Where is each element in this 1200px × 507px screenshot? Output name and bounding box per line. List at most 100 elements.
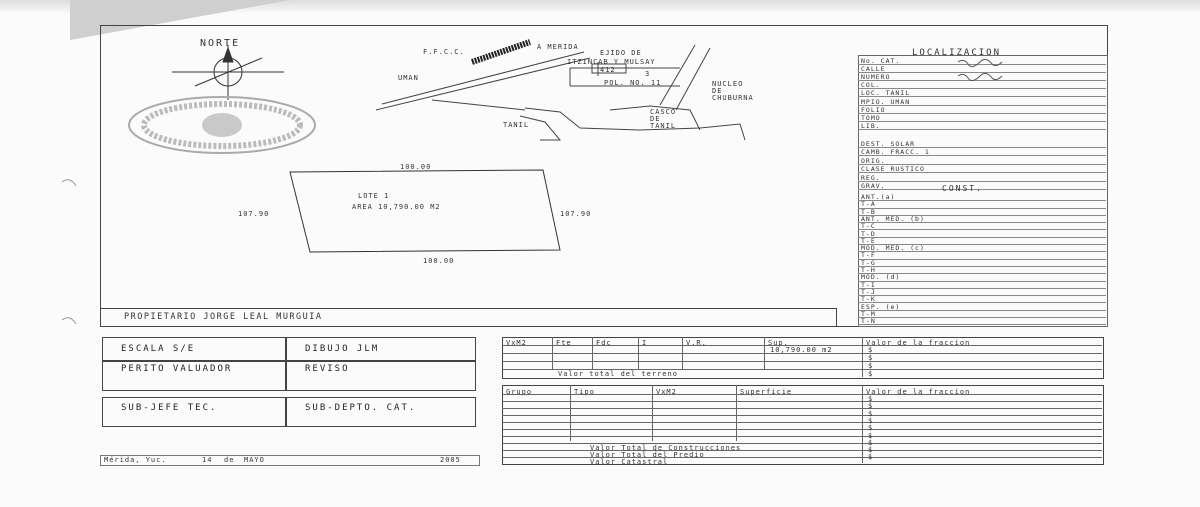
railway-line (471, 39, 531, 65)
construction-type-row: T-E (858, 237, 1106, 246)
terrain-surface-value: 10,790.00 m2 (770, 346, 833, 354)
localizacion-row: TOMO (858, 114, 1106, 122)
map-label-tanil: TANIL (503, 121, 530, 129)
punch-hole-mark (61, 179, 77, 187)
map-label-nucleo: NUCLEO (712, 80, 744, 88)
column-divider (652, 385, 653, 441)
const-title: CONST. (942, 184, 983, 193)
localizacion-row: LIB. (858, 122, 1106, 130)
construction-type-row: T-C (858, 223, 1106, 231)
localizacion-dest-row: REG. (858, 174, 1106, 182)
row-divider (502, 429, 1102, 430)
localizacion-dest-row: GRAV. (858, 182, 1106, 190)
localizacion-row: CALLE (858, 65, 1106, 74)
localizacion-dest-row: CAMB. FRACC. 1 (858, 148, 1106, 157)
localizacion-dest-row: DEST. SOLAR (858, 140, 1106, 148)
dollar-sign: $ (868, 354, 874, 362)
localizacion-row: No. CAT. (858, 57, 1106, 65)
subdepto-cell: SUB-DEPTO. CAT. (286, 397, 476, 427)
row-divider (502, 394, 1102, 395)
row-divider (502, 369, 1102, 370)
construction-type-row: ANT. MED. (b) (858, 215, 1106, 224)
construction-type-row: ANT.(a) (858, 193, 1106, 202)
row-divider (502, 401, 1102, 402)
row-divider (502, 443, 1102, 444)
construction-header-cell: VxM2 (656, 388, 677, 396)
terrain-header-cell: I (642, 339, 648, 347)
construction-type-row: T-F (858, 252, 1106, 260)
map-label-pol: POL. NO. 11 (604, 79, 662, 87)
subjefe-cell: SUB-JEFE TEC. (102, 397, 286, 427)
lot-dimension-right: 107.90 (560, 210, 592, 218)
official-seal-icon (128, 96, 316, 154)
dollar-sign: $ (868, 453, 874, 462)
row-divider (502, 415, 1102, 416)
location-map-lines (375, 44, 746, 141)
map-label-uman: UMAN (398, 74, 419, 82)
construction-table (502, 385, 1104, 465)
localizacion-row: FOLIO (858, 106, 1106, 114)
column-divider (570, 385, 571, 441)
date-box (100, 455, 480, 466)
escala-cell: ESCALA S/E (102, 337, 286, 361)
construction-type-row: MOD. MED. (c) (858, 244, 1106, 253)
total-predio-label: Valor Total del Predio (590, 451, 705, 459)
dollar-sign: $ (868, 438, 874, 447)
localizacion-dest-row: CLASE RUSTICO (858, 165, 1106, 174)
construction-type-row: T-A (858, 201, 1106, 209)
construction-type-row: ESP. (e) (858, 303, 1106, 311)
dollar-sign: $ (868, 395, 874, 403)
localizacion-row: MPIO. UMAN (858, 98, 1106, 106)
lot-dimension-top: 100.00 (400, 163, 432, 171)
owner-label: PROPIETARIO JORGE LEAL MURGUIA (124, 312, 323, 322)
date-year: 2005 (440, 456, 461, 464)
localizacion-panel (858, 55, 1108, 327)
map-label-casco-tanil: TANIL (650, 122, 677, 130)
catastral-label: Valor Catastral (590, 458, 669, 466)
row-divider (502, 457, 1102, 458)
dollar-sign: $ (868, 424, 874, 433)
row-divider (502, 450, 1102, 451)
map-label-parcel: 412 (600, 66, 616, 74)
terrain-table (502, 337, 1104, 379)
construction-type-row: T-D (858, 230, 1106, 238)
map-label-ejido: EJIDO DE (600, 49, 642, 57)
owner-box (100, 308, 837, 327)
terrain-header-cell: Fdc (596, 339, 612, 347)
map-label-merida: A MERIDA (537, 43, 579, 51)
construction-type-row: MOD. (d) (858, 274, 1106, 282)
construction-type-row: T-H (858, 266, 1106, 275)
row-divider (502, 345, 1102, 346)
row-divider (502, 353, 1102, 354)
date-place: Mérida, Yuc. (104, 456, 167, 464)
lot-dimension-bottom: 100.00 (423, 257, 455, 265)
terrain-total-label: Valor total del terreno (558, 370, 678, 378)
construction-type-row: T-K (858, 296, 1106, 304)
dollar-sign: $ (868, 431, 874, 440)
north-label: NORTE (200, 38, 241, 49)
folded-corner (70, 0, 290, 40)
dollar-sign: $ (868, 370, 874, 378)
map-label-chuburna: CHUBURNA (712, 94, 754, 102)
perito-cell: PERITO VALUADOR (102, 361, 286, 391)
column-divider (862, 337, 863, 377)
dollar-sign: $ (868, 409, 874, 418)
terrain-header-cell: Fte (556, 339, 572, 347)
map-label-ffcc: F.F.C.C. (423, 48, 465, 56)
column-divider (736, 385, 737, 441)
construction-type-row: T-M (858, 310, 1106, 319)
terrain-header-cell: Sup. (768, 339, 789, 347)
dollar-sign: $ (868, 362, 874, 370)
row-divider (502, 408, 1102, 409)
north-arrow-icon (172, 45, 284, 100)
localizacion-row: LOC. TANIL (858, 89, 1106, 98)
construction-header-cell: Grupo (506, 388, 533, 396)
construction-type-row: T-I (858, 281, 1106, 289)
localizacion-dest-row: ORIG. (858, 157, 1106, 165)
map-label-nucleo-de: DE (712, 87, 723, 95)
date-day: 14 (202, 456, 213, 464)
dollar-sign: $ (868, 402, 874, 411)
localizacion-row: NUMERO (858, 73, 1106, 82)
